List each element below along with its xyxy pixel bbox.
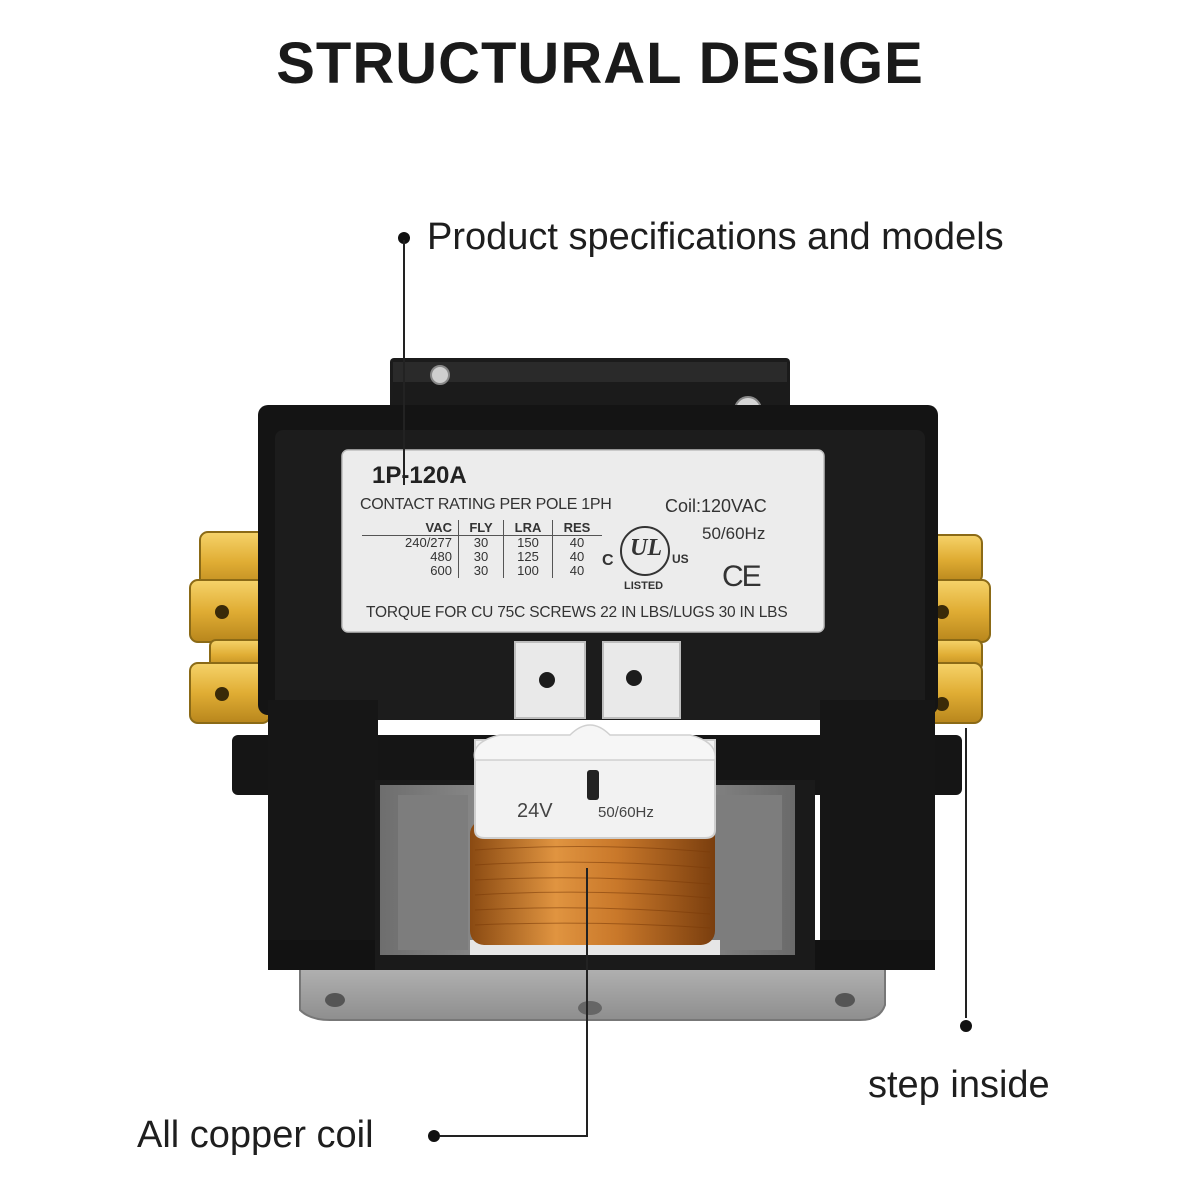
- plate-cell: 240/277: [405, 535, 452, 550]
- callout-dot-coil: [428, 1130, 440, 1142]
- plate-cell: 30: [458, 536, 503, 550]
- ce-mark: CE: [722, 560, 762, 593]
- plate-cell: 125: [503, 550, 552, 564]
- ul-listed-mark: UL C US LISTED: [600, 522, 692, 602]
- ul-text: UL: [630, 535, 662, 561]
- plate-table-row: 240/277 30 150 40: [362, 536, 602, 550]
- callout-line-step: [965, 728, 967, 1018]
- coil-voltage-label: 24V: [517, 800, 553, 822]
- callout-spec: Product specifications and models: [427, 216, 1004, 258]
- plate-col-res: RES: [552, 520, 601, 535]
- plate-cell: 600: [430, 563, 452, 578]
- plate-model: 1P-120A: [372, 462, 467, 489]
- coil-bobbin: [473, 641, 717, 839]
- ul-circle: [620, 526, 670, 576]
- ul-c-text: C: [602, 552, 614, 569]
- spec-label-plate: [341, 449, 825, 633]
- coil-freq-label: 50/60Hz: [598, 804, 654, 821]
- plate-freq-text: 50/60Hz: [702, 524, 766, 543]
- callout-dot-spec: [398, 232, 410, 244]
- plate-rating-title: CONTACT RATING PER POLE 1PH: [360, 496, 612, 513]
- plate-cell: 100: [503, 564, 552, 578]
- page-title: STRUCTURAL DESIGE: [276, 31, 924, 96]
- plate-rating-table: VAC FLY LRA RES 240/277 30 150 40 480 30…: [362, 520, 602, 578]
- plate-col-vac: VAC: [425, 520, 452, 535]
- plate-cell: 150: [503, 536, 552, 550]
- plate-cell: 30: [458, 564, 503, 578]
- callout-dot-step: [960, 1020, 972, 1032]
- plate-cell: 40: [552, 564, 601, 578]
- callout-coil: All copper coil: [137, 1114, 374, 1156]
- ul-us-text: US: [672, 552, 689, 566]
- callout-step: step inside: [868, 1064, 1050, 1106]
- plate-cell: 480: [430, 549, 452, 564]
- ul-listed-text: LISTED: [624, 580, 664, 592]
- copper-coil: [470, 820, 715, 945]
- plate-table-header: VAC FLY LRA RES: [362, 520, 602, 536]
- plate-torque-text: TORQUE FOR CU 75C SCREWS 22 IN LBS/LUGS …: [366, 604, 788, 621]
- plate-table-row: 480 30 125 40: [362, 550, 602, 564]
- plate-col-lra: LRA: [503, 520, 552, 535]
- callout-line-spec: [403, 240, 405, 485]
- plate-cell: 40: [552, 536, 601, 550]
- plate-col-fly: FLY: [458, 520, 503, 535]
- plate-cell: 30: [458, 550, 503, 564]
- callout-line-coil-horizontal: [440, 1135, 588, 1137]
- plate-coil-text: Coil:120VAC: [665, 496, 767, 516]
- plate-table-row: 600 30 100 40: [362, 564, 602, 578]
- plate-cell: 40: [552, 550, 601, 564]
- callout-line-coil-vertical: [586, 868, 588, 1136]
